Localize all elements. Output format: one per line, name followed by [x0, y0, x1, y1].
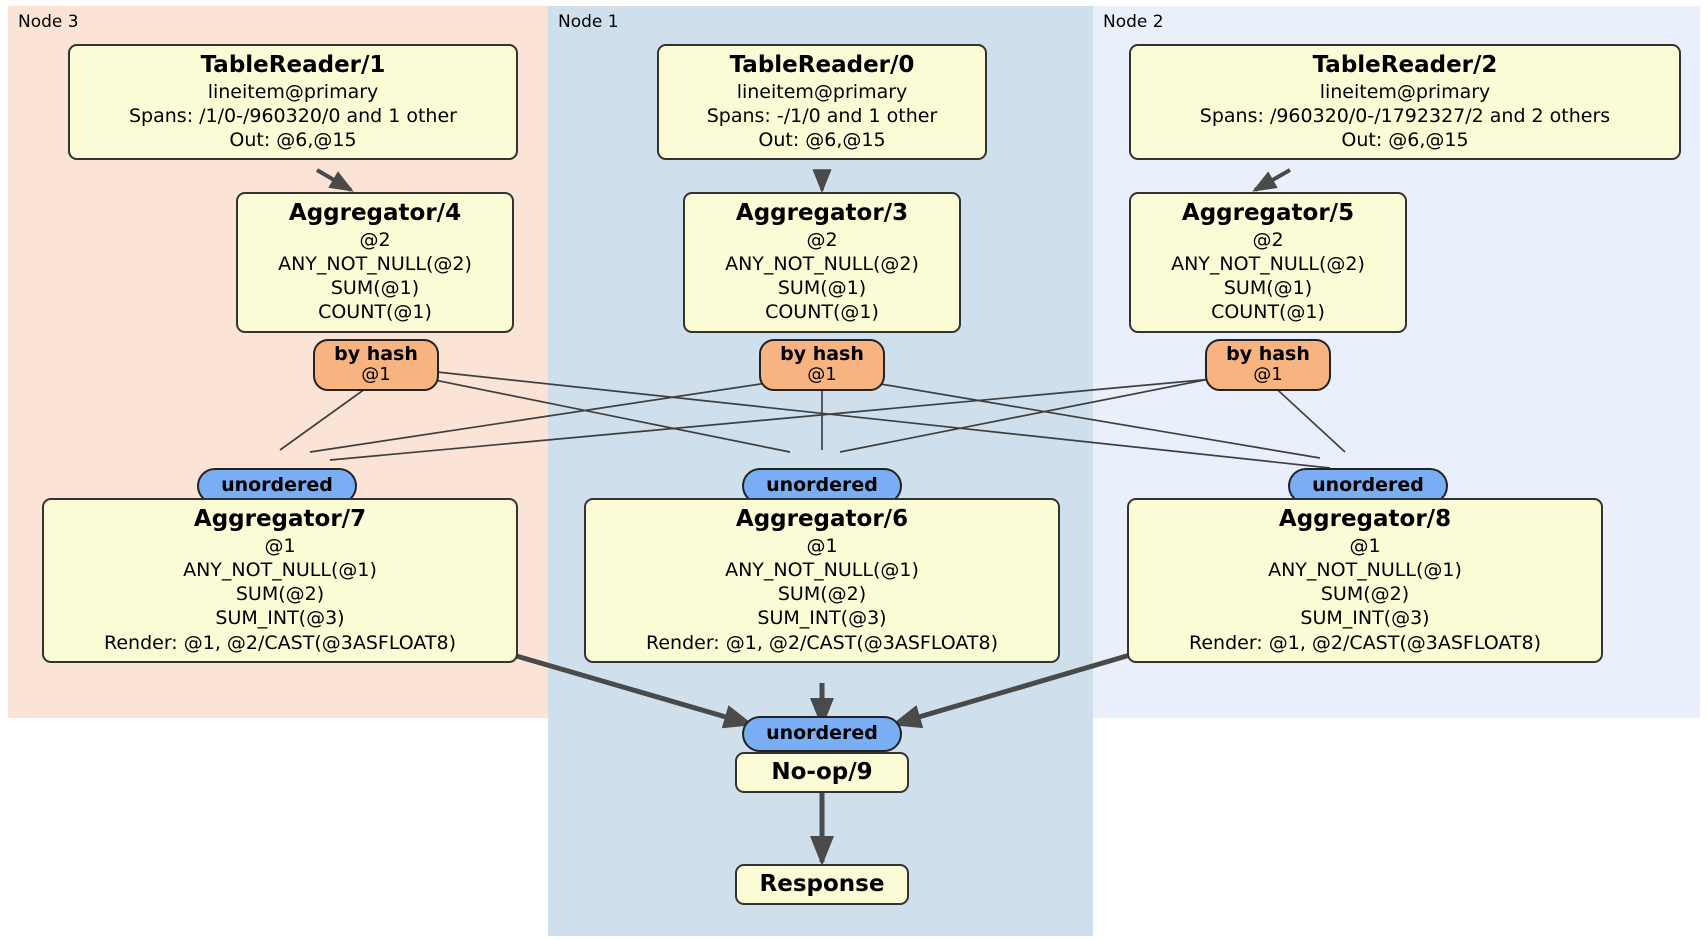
processor-title: Aggregator/5 — [1181, 200, 1355, 226]
processor-aggregator-6[interactable]: Aggregator/6 @1 ANY_NOT_NULL(@1) SUM(@2)… — [584, 498, 1060, 664]
processor-detail: ANY_NOT_NULL(@1) — [1268, 558, 1462, 581]
router-type-label: by hash — [1226, 343, 1310, 365]
processor-detail: SUM(@1) — [1223, 277, 1313, 300]
processor-title: Aggregator/7 — [193, 506, 367, 532]
processor-detail: SUM(@1) — [777, 277, 867, 300]
processor-detail: Out: @6,@15 — [1341, 129, 1469, 152]
processor-detail: @1 — [1349, 534, 1381, 557]
processor-detail: ANY_NOT_NULL(@2) — [725, 252, 919, 275]
processor-detail: lineitem@primary — [207, 80, 379, 103]
processor-detail: Render: @1, @2/CAST(@3ASFLOAT8) — [646, 631, 998, 654]
processor-detail: Spans: -/1/0 and 1 other — [706, 104, 938, 127]
input-synchronizer-unordered-final[interactable]: unordered — [742, 716, 902, 753]
processor-detail: @1 — [264, 534, 296, 557]
processor-detail: Render: @1, @2/CAST(@3ASFLOAT8) — [104, 631, 456, 654]
processor-detail: lineitem@primary — [736, 80, 908, 103]
processor-title: TableReader/1 — [200, 52, 386, 78]
processor-detail: Spans: /1/0-/960320/0 and 1 other — [129, 104, 457, 127]
processor-detail: @2 — [806, 228, 838, 251]
processor-aggregator-4[interactable]: Aggregator/4 @2 ANY_NOT_NULL(@2) SUM(@1)… — [236, 192, 514, 333]
processor-detail: Out: @6,@15 — [758, 129, 886, 152]
processor-detail: SUM_INT(@3) — [215, 607, 345, 630]
processor-title: Aggregator/3 — [735, 200, 909, 226]
router-column-label: @1 — [361, 364, 391, 386]
processor-response[interactable]: Response — [735, 864, 909, 905]
processor-detail: @1 — [806, 534, 838, 557]
processor-title: TableReader/0 — [729, 52, 915, 78]
processor-table-reader-0[interactable]: TableReader/0 lineitem@primary Spans: -/… — [657, 44, 987, 161]
processor-table-reader-2[interactable]: TableReader/2 lineitem@primary Spans: /9… — [1129, 44, 1681, 161]
output-router-by-hash-left[interactable]: by hash @1 — [313, 339, 439, 392]
processor-detail: SUM(@2) — [1320, 583, 1410, 606]
processor-aggregator-3[interactable]: Aggregator/3 @2 ANY_NOT_NULL(@2) SUM(@1)… — [683, 192, 961, 333]
node-panel-label: Node 3 — [18, 12, 79, 32]
processor-title: TableReader/2 — [1312, 52, 1498, 78]
processor-detail: @2 — [359, 228, 391, 251]
processor-detail: COUNT(@1) — [1211, 301, 1325, 324]
processor-no-op-9[interactable]: No-op/9 — [735, 752, 909, 793]
processor-detail: COUNT(@1) — [765, 301, 879, 324]
processor-detail: SUM_INT(@3) — [757, 607, 887, 630]
processor-detail: SUM_INT(@3) — [1300, 607, 1430, 630]
processor-detail: SUM(@2) — [235, 583, 325, 606]
router-column-label: @1 — [807, 364, 837, 386]
processor-detail: ANY_NOT_NULL(@2) — [1171, 252, 1365, 275]
processor-detail: Spans: /960320/0-/1792327/2 and 2 others — [1199, 104, 1611, 127]
processor-detail: SUM(@1) — [330, 277, 420, 300]
router-type-label: by hash — [334, 343, 418, 365]
output-router-by-hash-center[interactable]: by hash @1 — [759, 339, 885, 392]
processor-aggregator-5[interactable]: Aggregator/5 @2 ANY_NOT_NULL(@2) SUM(@1)… — [1129, 192, 1407, 333]
router-type-label: by hash — [780, 343, 864, 365]
router-column-label: @1 — [1253, 364, 1283, 386]
processor-detail: ANY_NOT_NULL(@1) — [725, 558, 919, 581]
node-panel-label: Node 1 — [558, 12, 619, 32]
output-router-by-hash-right[interactable]: by hash @1 — [1205, 339, 1331, 392]
processor-title: Aggregator/6 — [735, 506, 909, 532]
processor-detail: Out: @6,@15 — [229, 129, 357, 152]
processor-detail: @2 — [1252, 228, 1284, 251]
processor-detail: ANY_NOT_NULL(@1) — [183, 558, 377, 581]
processor-table-reader-1[interactable]: TableReader/1 lineitem@primary Spans: /1… — [68, 44, 518, 161]
node-panel-label: Node 2 — [1103, 12, 1164, 32]
processor-detail: ANY_NOT_NULL(@2) — [278, 252, 472, 275]
processor-detail: SUM(@2) — [777, 583, 867, 606]
processor-detail: lineitem@primary — [1319, 80, 1491, 103]
processor-detail: Render: @1, @2/CAST(@3ASFLOAT8) — [1189, 631, 1541, 654]
processor-detail: COUNT(@1) — [318, 301, 432, 324]
processor-aggregator-7[interactable]: Aggregator/7 @1 ANY_NOT_NULL(@1) SUM(@2)… — [42, 498, 518, 664]
processor-title: Aggregator/8 — [1278, 506, 1452, 532]
processor-aggregator-8[interactable]: Aggregator/8 @1 ANY_NOT_NULL(@1) SUM(@2)… — [1127, 498, 1603, 664]
processor-title: Aggregator/4 — [288, 200, 462, 226]
